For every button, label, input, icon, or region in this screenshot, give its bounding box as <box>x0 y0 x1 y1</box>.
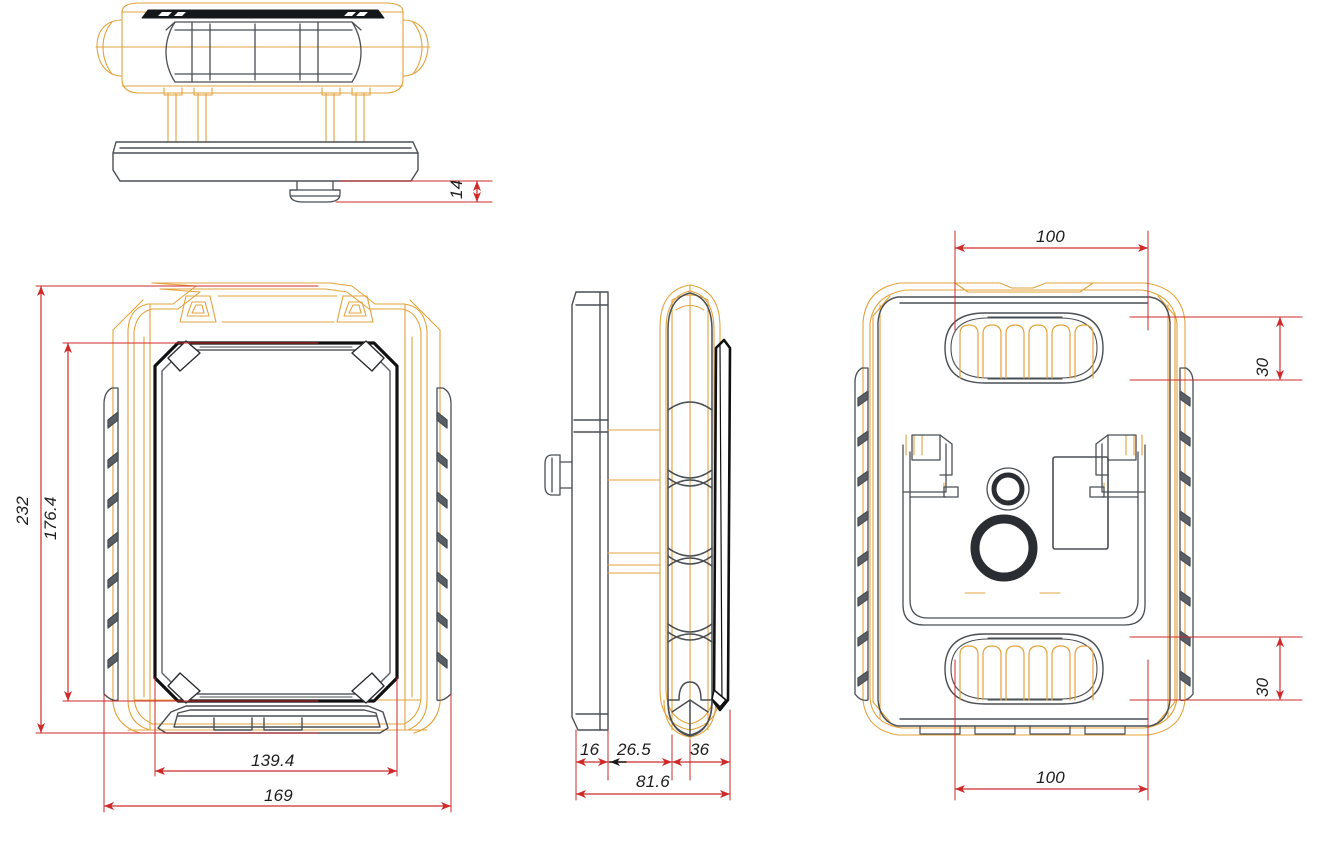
side-view-body-outline <box>667 292 713 737</box>
sensor-ring-small-inner <box>991 472 1025 506</box>
front-view-grip-ribs <box>103 387 452 702</box>
dim-14: 14 <box>335 180 493 203</box>
dim-30-bottom-text: 30 <box>1253 677 1272 697</box>
rear-view-orange-shell <box>862 282 1186 736</box>
top-view: 14 <box>95 2 493 203</box>
rear-view-sensor-ring-small <box>986 467 1030 511</box>
dim-169: 169 <box>103 693 452 813</box>
side-view-flat-panel <box>571 291 609 731</box>
dim-100-top: 100 <box>954 227 1149 331</box>
dim-36-text: 36 <box>690 740 710 759</box>
rear-view-grip-ribs <box>854 367 1194 702</box>
top-view-mount-boss <box>289 180 341 203</box>
dim-100-bottom-text: 100 <box>1036 768 1065 787</box>
vent-top-fins <box>959 324 1094 379</box>
rear-view-body-panel <box>877 296 1171 727</box>
top-view-barrel-segments <box>165 21 362 83</box>
front-view: 232 176.4 139.4 169 <box>13 282 452 813</box>
lens-ring-large <box>970 514 1038 582</box>
rear-view-center-bracket <box>902 434 1146 626</box>
dim-30-top: 30 <box>1129 316 1303 381</box>
module-rect-outline <box>1052 456 1109 550</box>
dim-176-4: 176.4 <box>41 342 319 702</box>
bezel-corner-bl <box>167 672 201 704</box>
dim-30-bottom: 30 <box>1129 636 1303 701</box>
vent-bottom-outer <box>944 633 1104 705</box>
sensor-ring-small-outer <box>986 467 1030 511</box>
dim-100-top-text: 100 <box>1036 227 1065 246</box>
dim-169-text: 169 <box>264 786 293 805</box>
dim-16-text: 16 <box>580 740 600 759</box>
bezel-outer <box>153 341 399 703</box>
side-view-mount-boss <box>544 454 573 496</box>
dim-26-5-text: 26.5 <box>616 740 651 759</box>
dim-232: 232 <box>13 285 319 734</box>
dim-139-4-text: 139.4 <box>251 751 295 770</box>
dim-176-4-text: 176.4 <box>41 496 60 540</box>
rear-view: 100 30 30 100 <box>854 227 1303 801</box>
rear-view-vent-top <box>944 312 1104 384</box>
dim-30-top-text: 30 <box>1253 357 1272 377</box>
bezel-corner-tr <box>351 340 385 372</box>
rear-view-feet <box>919 725 1126 735</box>
top-view-cap-strip <box>141 9 385 19</box>
vent-bottom-fins <box>959 645 1094 701</box>
side-view: 16 26.5 36 81.6 <box>544 284 732 801</box>
side-view-dimension-chain: 16 26.5 36 81.6 <box>575 709 731 801</box>
dim-139-4: 139.4 <box>154 677 398 777</box>
dim-100-bottom: 100 <box>954 659 1149 801</box>
side-view-right-edge <box>711 338 732 712</box>
rear-view-module-rect <box>1052 456 1109 550</box>
bezel-corner-tl <box>167 340 201 372</box>
front-view-screen-bezel <box>153 340 399 704</box>
dim-232-text: 232 <box>13 496 32 526</box>
bezel-corner-br <box>351 672 385 704</box>
vent-top-outer <box>944 312 1104 384</box>
dim-14-text: 14 <box>447 180 466 199</box>
dim-81-6-text: 81.6 <box>636 772 670 791</box>
front-view-foot-bar <box>157 705 389 734</box>
front-view-orange-shell <box>112 282 441 734</box>
rear-view-lens-ring-large <box>970 514 1038 582</box>
rear-view-vent-bottom <box>944 633 1104 705</box>
